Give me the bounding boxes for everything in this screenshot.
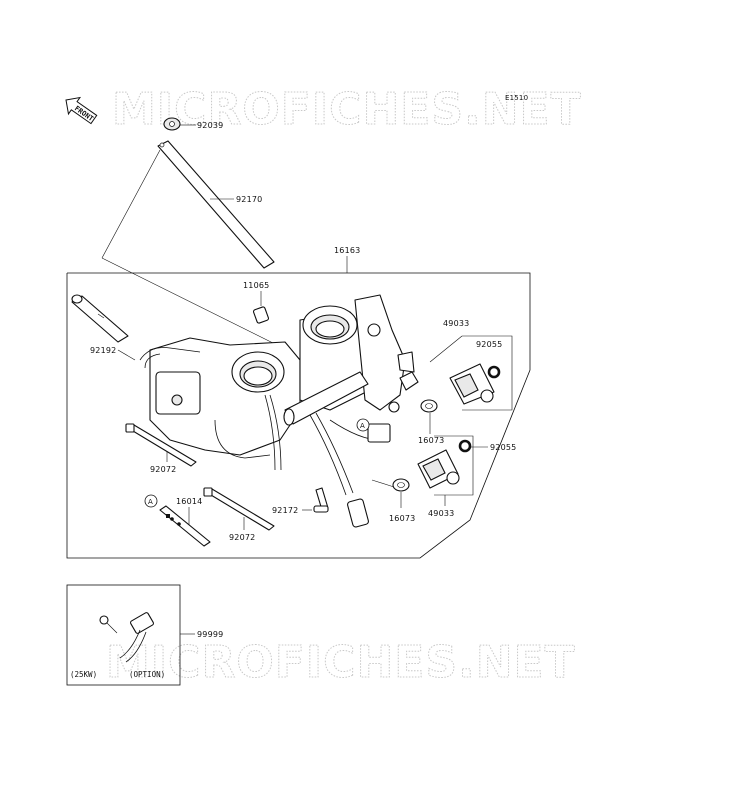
label-49033-top: 49033 — [443, 319, 469, 328]
label-92072-bottom: 92072 — [229, 533, 255, 542]
label-92192: 92192 — [90, 346, 116, 355]
option-label-left: (25KW) — [70, 670, 97, 679]
label-11065: 11065 — [243, 281, 269, 290]
ring-16073-bottom — [392, 478, 410, 492]
ref-marker-a-1: A — [356, 418, 370, 432]
option-part-99999 — [99, 612, 154, 663]
injector-49033-bottom — [417, 449, 460, 489]
label-16073-top: 16073 — [418, 436, 444, 445]
ref-marker-a-2: A — [144, 494, 158, 508]
label-92072-left: 92072 — [150, 465, 176, 474]
label-92055-bottom: 92055 — [490, 443, 516, 452]
diagram-code: E1510 — [505, 94, 528, 102]
sensor-16014 — [159, 505, 211, 547]
ring-16073-top — [420, 399, 438, 413]
label-92170: 92170 — [236, 195, 262, 204]
injector-49033-top — [449, 363, 495, 405]
screw-92172 — [313, 487, 329, 513]
svg-text:A: A — [360, 422, 365, 430]
throttle-body-assembly — [139, 294, 419, 528]
o-ring-92055-top — [487, 365, 501, 379]
cable-tie-92072-left — [125, 423, 197, 467]
cap-11065 — [252, 306, 270, 324]
label-92055-top: 92055 — [476, 340, 502, 349]
label-92039: 92039 — [197, 121, 223, 130]
option-frame — [66, 584, 181, 686]
o-ring-92055-bottom — [458, 439, 472, 453]
label-16014: 16014 — [176, 497, 202, 506]
nut-92039 — [163, 117, 196, 131]
label-99999: 99999 — [197, 630, 223, 639]
label-16073-bottom: 16073 — [389, 514, 415, 523]
option-label-right: (OPTION) — [129, 670, 165, 679]
cable-tie-92072-bottom — [203, 487, 275, 531]
label-16163: 16163 — [334, 246, 360, 255]
main-frame — [66, 272, 531, 559]
watermark-bottom: MICROFICHES.NET — [106, 637, 576, 688]
svg-text:A: A — [148, 498, 153, 506]
strap-92170 — [157, 140, 275, 269]
label-92172: 92172 — [272, 506, 298, 515]
front-arrow-icon: FRONT — [65, 96, 98, 125]
watermark-top: MICROFICHES.NET — [112, 84, 582, 135]
label-49033-bottom: 49033 — [428, 509, 454, 518]
hose-92192 — [71, 294, 129, 343]
